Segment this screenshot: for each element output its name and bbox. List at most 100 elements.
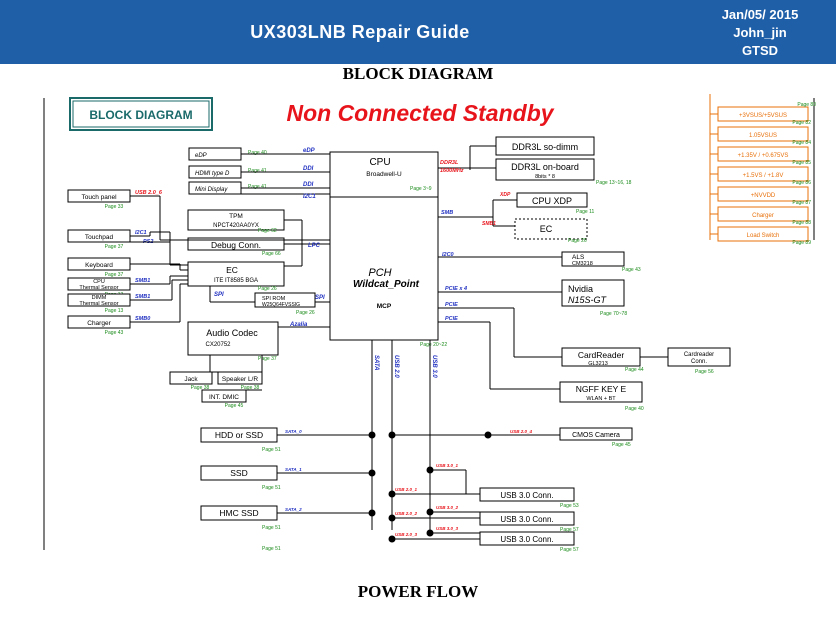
- audio-output-label: Speaker L/R: [222, 376, 258, 383]
- ec-right-label: EC: [540, 224, 553, 234]
- page-ref: Page 56: [695, 369, 714, 375]
- nvidia-sub: N15S-GT: [568, 295, 608, 305]
- bus-label: DDI: [303, 166, 314, 172]
- ngff-label: NGFF KEY E: [576, 384, 627, 394]
- cpu-label: CPU: [369, 157, 390, 168]
- pch-mcp: MCP: [377, 303, 392, 310]
- junction-dot: [388, 514, 396, 522]
- input-device-label: DIMM: [92, 295, 107, 301]
- cpu-xdp-label: CPU XDP: [532, 196, 572, 206]
- page-ref: Page 45: [225, 403, 244, 409]
- spirom-label: SPI ROM: [262, 296, 286, 302]
- page-ref: Page 38: [191, 385, 210, 391]
- section-title-power-flow: POWER FLOW: [357, 582, 479, 601]
- bus-label: DDR3L: [440, 160, 459, 166]
- page-ref: Page 11: [576, 209, 594, 215]
- bus-label: XDP: [499, 192, 511, 198]
- power-rail-label: +NVVDD: [751, 193, 776, 199]
- section-title-block-diagram: BLOCK DIAGRAM: [342, 64, 494, 83]
- audio-output-box: [169, 371, 213, 385]
- bus-label: SPI: [315, 295, 325, 301]
- page-ref: Page 51: [262, 447, 281, 453]
- input-device-label: Keyboard: [85, 262, 113, 269]
- junction-dot: [426, 508, 434, 516]
- bus-label: I2C1: [303, 194, 316, 200]
- cmos-label: CMOS Camera: [572, 432, 620, 439]
- badge-label: BLOCK DIAGRAM: [89, 108, 192, 122]
- junction-dot: [368, 469, 376, 477]
- page-ref: Page 82: [792, 120, 811, 126]
- junction-dot: [388, 431, 396, 439]
- debug-label: Debug Conn.: [211, 240, 261, 250]
- storage-label: SSD: [230, 468, 247, 478]
- cardreader-conn-label: Cardreader: [684, 352, 714, 358]
- page-ref: Page 62: [258, 228, 277, 234]
- power-rail-label: +1.35V / +0.675VS: [738, 153, 789, 159]
- cardreader-label: CardReader: [578, 350, 624, 360]
- usb-conn-label: USB 3.0 Conn.: [500, 535, 553, 544]
- junction-dot: [388, 535, 396, 543]
- header-author: John_jin: [733, 25, 787, 40]
- bus-label: USB 2.0_2: [395, 511, 418, 516]
- power-rail-label: Charger: [752, 213, 774, 219]
- bus-label: eDP: [303, 148, 316, 154]
- header-dept: GTSD: [741, 43, 779, 58]
- document-title: UX303LNB Repair Guide: [250, 22, 470, 42]
- audio-sub: CX20752: [205, 342, 231, 348]
- page-ref: Page 26: [568, 238, 587, 244]
- usb-conn-label: USB 3.0 Conn.: [500, 515, 553, 524]
- cpu-pch-block: [329, 151, 439, 341]
- bus-label: SMB: [441, 210, 453, 216]
- als-sub: CM3218: [572, 261, 593, 267]
- pch-sub: Wildcat_Point: [353, 279, 420, 290]
- junction-dot: [484, 431, 492, 439]
- audio-output-box: [217, 371, 263, 385]
- ddr-label: DDR3L on-board: [511, 162, 579, 172]
- page-ref: Page 86: [792, 180, 811, 186]
- page-ref: Page 13: [105, 308, 124, 314]
- bus-label: SATA_2: [285, 507, 302, 512]
- bus-label: USB 3.0: [431, 355, 437, 378]
- tpm-sub: NPCT420AA0YX: [213, 223, 259, 229]
- input-device-label: Touchpad: [85, 234, 114, 241]
- page-ref: Page 51: [262, 546, 281, 552]
- bus-label: LPC: [308, 243, 321, 249]
- bus-label: SMB0: [135, 316, 150, 322]
- als-box: [561, 251, 625, 267]
- page-ref: Page 88: [792, 220, 811, 226]
- ddr-sub: 8bits * 8: [535, 174, 555, 180]
- power-rail-label: 1.05VSUS: [749, 133, 777, 139]
- header-date: Jan/05/ 2015: [721, 7, 799, 22]
- cpu-sub: Broadwell-U: [366, 171, 402, 178]
- bus-label: USB 2.0_3: [395, 532, 418, 537]
- bus-label: I2C1: [135, 230, 147, 236]
- page-ref: Page 45: [612, 442, 631, 448]
- page-ref: Page 43: [622, 267, 641, 273]
- page-ref: Page 20~22: [420, 342, 447, 348]
- bus-label: DDI: [303, 182, 314, 188]
- storage-label: HDD or SSD: [215, 430, 263, 440]
- page-ref: Page 87: [792, 200, 811, 206]
- spirom-sub: W25Q64FVSSIG: [262, 302, 300, 308]
- page-ref: Page 53: [560, 503, 579, 509]
- diagram-heading: Non Connected Standby: [286, 100, 554, 126]
- bus-label: USB 2.0_4: [510, 429, 533, 434]
- power-rail-label: +1.5VS / +1.8V: [743, 173, 784, 179]
- page-ref: Page 37: [105, 272, 124, 278]
- header-meta: Jan/05/ 2015 John_jin GTSD: [700, 6, 820, 60]
- page-ref: Page 57: [560, 547, 579, 553]
- page-ref: Page 3~9: [410, 186, 432, 192]
- bus-label: USB 3.0_1: [436, 463, 459, 468]
- badge-inner: [72, 100, 210, 128]
- bus-label: USB 2.0: [393, 355, 399, 378]
- audio-codec-box: [187, 321, 279, 356]
- bus-label: 1600MHz: [440, 168, 464, 174]
- usb-conn-label: USB 3.0 Conn.: [500, 491, 553, 500]
- page-ref: Page 51: [262, 525, 281, 531]
- audio-output-label: Jack: [184, 376, 198, 383]
- bus-label: USB 3.0_3: [436, 526, 459, 531]
- input-device-label: Touch panel: [81, 194, 117, 201]
- bus-label: SMB1: [482, 221, 496, 227]
- audio-label: Audio Codec: [206, 328, 258, 338]
